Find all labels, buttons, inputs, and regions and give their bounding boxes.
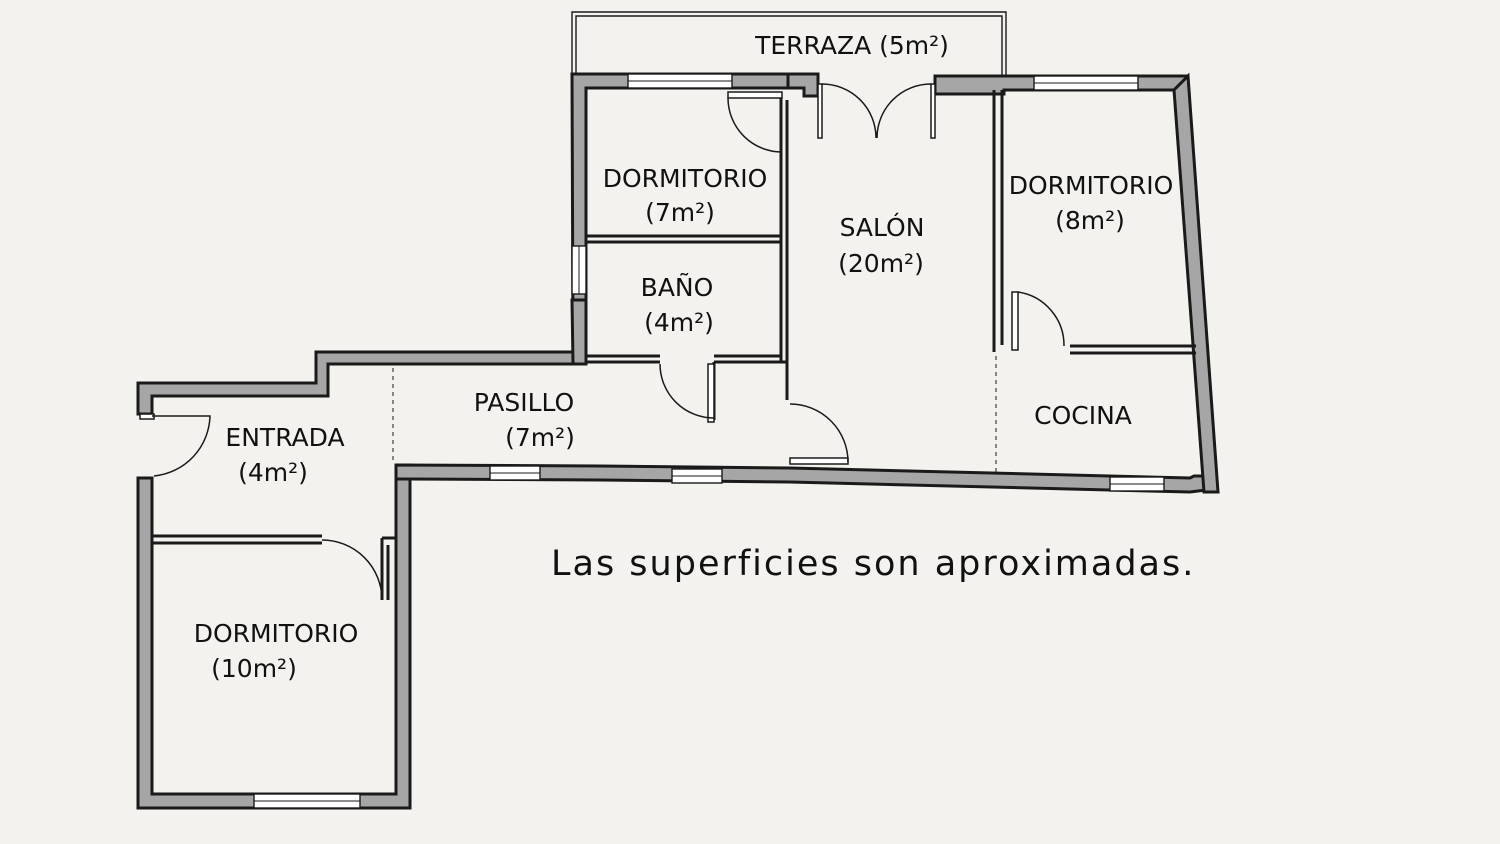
label-bano-area: (4m²) xyxy=(644,308,714,337)
label-dormitorio-small-name: DORMITORIO xyxy=(603,164,768,193)
label-pasillo-name: PASILLO xyxy=(474,388,574,417)
label-dormitorio-small-area: (7m²) xyxy=(645,198,715,227)
label-dormitorio-big-name: DORMITORIO xyxy=(194,619,359,648)
label-salon-name: SALÓN xyxy=(840,212,925,242)
label-bano-name: BAÑO xyxy=(641,272,714,302)
label-entrada-name: ENTRADA xyxy=(225,423,344,452)
label-dormitorio-big-area: (10m²) xyxy=(211,654,297,683)
label-dormitorio-right-area: (8m²) xyxy=(1055,206,1125,235)
label-cocina: COCINA xyxy=(1034,401,1132,430)
window-dormitorio-right xyxy=(1033,75,1139,91)
window-bano xyxy=(571,245,587,295)
label-dormitorio-right-name: DORMITORIO xyxy=(1009,171,1174,200)
door-salon xyxy=(789,403,849,465)
label-terraza: TERRAZA (5m²) xyxy=(754,31,949,60)
window-cocina xyxy=(1109,476,1165,492)
terrace-outline xyxy=(571,11,1007,76)
door-dormitorio-small xyxy=(727,91,783,153)
window-terrace-left xyxy=(627,73,733,89)
door-dormitorio-right xyxy=(1011,291,1065,351)
label-entrada-area: (4m²) xyxy=(238,458,308,487)
interior-walls xyxy=(152,90,1196,600)
label-pasillo-area: (7m²) xyxy=(505,423,575,452)
door-bano xyxy=(659,363,715,423)
approximate-area-note: Las superficies son aproximadas. xyxy=(551,544,1195,584)
door-terrace xyxy=(817,83,936,139)
window-dormitorio-big xyxy=(253,793,361,809)
door-dormitorio-big xyxy=(321,539,383,601)
window-pasillo-1 xyxy=(489,465,541,481)
label-salon-area: (20m²) xyxy=(838,249,924,278)
door-entrada xyxy=(139,413,211,477)
window-pasillo-2 xyxy=(671,468,723,484)
